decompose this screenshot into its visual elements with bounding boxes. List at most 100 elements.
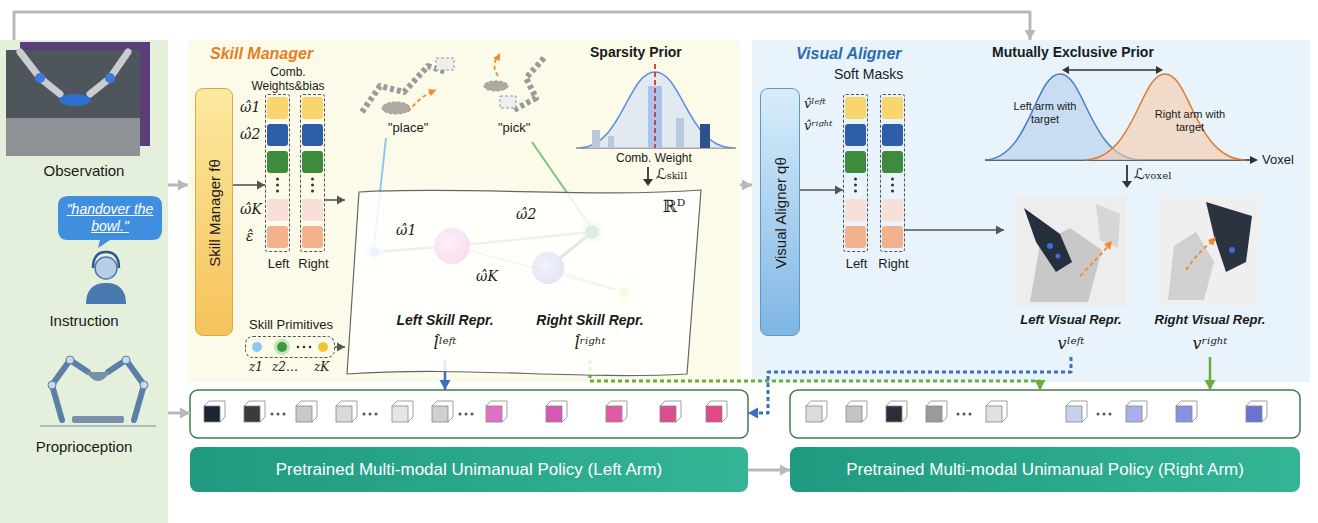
place-motion-head (428, 89, 436, 96)
pick-bowl-sketch (484, 81, 508, 91)
loss-symbol: ℒₛₖᵢₗₗ (656, 165, 688, 183)
token-cube-edge (546, 401, 567, 422)
robot-base (72, 416, 124, 423)
weight-symbol: ω̂2 (516, 206, 536, 223)
mask-cell (882, 151, 903, 173)
ellipsis-dot (276, 184, 279, 187)
node-label: Left Visual Repr. (1004, 312, 1138, 328)
voxel-point (1047, 243, 1053, 249)
arrow-head (1035, 380, 1046, 390)
ellipsis-dot (957, 413, 960, 416)
token-cube (986, 406, 1002, 422)
photo-table (6, 118, 140, 156)
ellipsis-dot (271, 413, 274, 416)
token-cube-edge (392, 401, 413, 422)
ellipsis-dot (471, 413, 474, 416)
voxel-arm (1024, 208, 1072, 272)
primitive-symbol: z2… (272, 360, 298, 374)
skill-name: "place" (388, 120, 428, 136)
token-cube-edge (1126, 401, 1147, 422)
connector (168, 180, 188, 191)
policy-block: Pretrained Multi-modal Unimanual Policy … (190, 390, 748, 492)
weight-cell (302, 151, 323, 173)
axis-label: Comb. Weight (616, 151, 692, 165)
weight-symbol: ω̂K (240, 201, 262, 218)
node-label: l̂ˡᵉᶠᵗ (380, 334, 510, 353)
mask-cell (845, 151, 866, 173)
ellipsis-dot (465, 413, 468, 416)
right-distribution (1085, 74, 1245, 160)
weight-symbol: ω̂1 (240, 99, 260, 116)
token-cube-edge (606, 401, 627, 422)
ellipsis-dot (303, 346, 306, 349)
arrow-head (440, 380, 451, 390)
ellipsis-dot (297, 346, 300, 349)
mask-cell (845, 97, 866, 119)
ellipsis-dot (276, 190, 279, 193)
node-label: Observation (0, 162, 168, 180)
skill-manager-block: Skill Manager fθ (195, 88, 233, 336)
ellipsis-dot (1109, 413, 1112, 416)
distribution-label: Left arm with target (1008, 100, 1082, 126)
skill-name: "pick" (498, 120, 530, 136)
photo (6, 50, 140, 156)
ellipsis-dot (963, 413, 966, 416)
plane-shape (347, 190, 701, 376)
visual-aligner-block: Visual Aligner qθ (760, 88, 800, 336)
token-cube (1176, 406, 1192, 422)
voxel-cloud (1168, 232, 1214, 300)
policy-label: Pretrained Multi-modal Unimanual Policy … (190, 447, 748, 492)
separation-arrow (1066, 69, 1159, 70)
primitive-dot (277, 342, 287, 352)
mask-cell (845, 199, 866, 221)
mask-cell (845, 226, 866, 248)
robot-arm (52, 360, 88, 420)
ellipsis-dot (311, 178, 314, 181)
weight-symbol: ω̂2 (240, 126, 260, 143)
arrow-head (337, 343, 345, 352)
ellipsis-dot (854, 190, 857, 193)
token-cube (336, 406, 352, 422)
token-cube-edge (806, 401, 827, 422)
mask-cell (882, 199, 903, 221)
loss-arrow (1126, 165, 1128, 182)
token-cube-group (204, 401, 1267, 422)
person-body (86, 283, 126, 304)
loss-arrow-head (643, 179, 653, 186)
primitive-box: Skill Primitives (245, 336, 335, 358)
place-bowl-sketch (382, 102, 410, 114)
arrow-head (1205, 380, 1216, 390)
node-label: Left Skill Repr. (380, 312, 510, 329)
ellipsis-dot (311, 184, 314, 187)
connector (800, 186, 843, 195)
ellipsis-dot (1097, 413, 1100, 416)
chart-title: Mutually Exclusive Prior (992, 44, 1154, 61)
aligner-panel-ground (752, 40, 1310, 382)
pick-arm-sketch (514, 58, 544, 110)
bias-symbol: ε̂ (246, 228, 254, 245)
separation-head (1156, 66, 1163, 74)
weight-cell (267, 97, 288, 119)
ellipsis-dot (1103, 413, 1106, 416)
photo-bowl (59, 94, 91, 106)
ellipsis-dot (891, 184, 894, 187)
token-cube (392, 406, 408, 422)
node-label: Right (861, 256, 926, 272)
token-cube (244, 406, 260, 422)
node-label: vˡᵉᶠᵗ (1004, 334, 1138, 353)
policy-block: Pretrained Multi-modal Unimanual Policy … (790, 390, 1300, 492)
chart-title: Sparsity Prior (590, 44, 682, 61)
robot-joint (66, 356, 74, 364)
token-cube-edge (244, 401, 265, 422)
arrow-head (742, 180, 752, 191)
axis-label: Voxel (1262, 152, 1294, 168)
arrow-head (748, 408, 758, 419)
separation-head (1062, 66, 1069, 74)
token-cube (886, 406, 902, 422)
mask-column: Left (843, 94, 868, 252)
node-label: Skill Manager (210, 44, 313, 63)
primitive-symbol: zK (314, 360, 329, 374)
arrow-head (180, 408, 190, 419)
voxel-point (1229, 247, 1235, 253)
column-heading: Comb. Weights&bias (238, 65, 338, 94)
